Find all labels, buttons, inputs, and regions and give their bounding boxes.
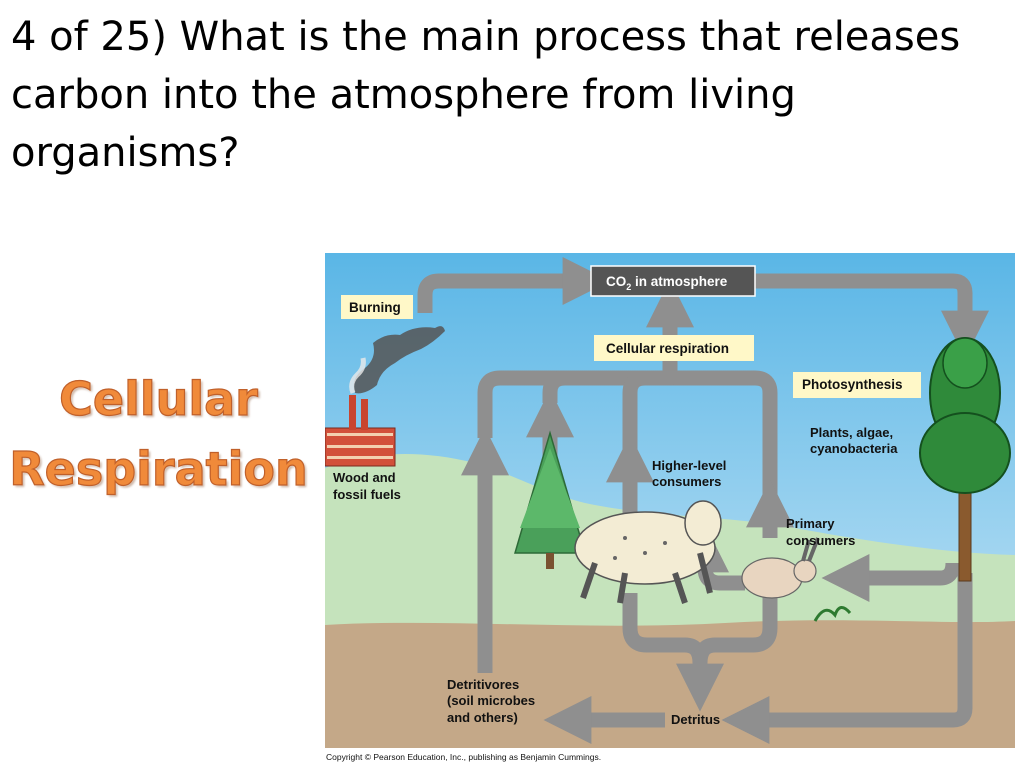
photosynthesis-box bbox=[793, 372, 921, 398]
arrow-burning-to-co2 bbox=[417, 256, 611, 313]
primary-consumers-label-2: consumers bbox=[786, 533, 855, 548]
co2-suffix: in atmosphere bbox=[631, 274, 728, 289]
small-tree-illustration bbox=[514, 430, 586, 569]
plants-label-2: cyanobacteria bbox=[810, 441, 898, 456]
svg-text:CO2 in atmosphere: CO2 in atmosphere bbox=[606, 274, 728, 292]
co2-subscript: 2 bbox=[626, 282, 631, 292]
detritivores-label-3: and others) bbox=[447, 710, 518, 725]
cellular-respiration-box bbox=[594, 335, 754, 361]
wood-fuels-label-2: fossil fuels bbox=[333, 487, 401, 502]
detritus-label: Detritus bbox=[671, 712, 720, 727]
answer-line-2: Respiration bbox=[9, 441, 309, 496]
plants-label-1: Plants, algae, bbox=[810, 425, 893, 440]
factory-illustration bbox=[325, 326, 445, 467]
photosynthesis-label: Photosynthesis bbox=[802, 377, 903, 392]
primary-consumers-label-1: Primary bbox=[786, 516, 835, 531]
answer-text: Cellular Respiration bbox=[6, 364, 311, 504]
carbon-cycle-diagram: CO2 in atmosphere Burning Cellular respi… bbox=[325, 253, 1015, 748]
wood-fuels-label-1: Wood and bbox=[333, 470, 396, 485]
co2-box: CO2 in atmosphere bbox=[590, 265, 756, 297]
arrow-respiration-middle bbox=[622, 345, 678, 493]
answer-line-1: Cellular bbox=[59, 371, 259, 426]
detritivores-label-1: Detritivores bbox=[447, 677, 519, 692]
lynx-illustration bbox=[574, 500, 722, 604]
arrow-tree-to-primary bbox=[821, 553, 961, 603]
big-tree-illustration bbox=[919, 337, 1011, 582]
higher-consumers-label-1: Higher-level bbox=[652, 458, 726, 473]
arrow-co2-to-tree bbox=[755, 273, 990, 359]
burning-box bbox=[341, 295, 413, 319]
co2-label: CO bbox=[606, 274, 626, 289]
cellular-respiration-label: Cellular respiration bbox=[606, 341, 729, 356]
burning-label: Burning bbox=[349, 300, 401, 315]
higher-consumers-label-2: consumers bbox=[652, 474, 721, 489]
question-title: 4 of 25) What is the main process that r… bbox=[11, 14, 961, 176]
copyright-notice: Copyright © Pearson Education, Inc., pub… bbox=[326, 752, 602, 762]
detritivores-label-2: (soil microbes bbox=[447, 693, 535, 708]
rabbit-illustration bbox=[741, 537, 820, 599]
arrow-primary-down bbox=[692, 593, 778, 664]
arrow-tree-to-detritus bbox=[721, 573, 973, 745]
small-plant-illustration bbox=[813, 606, 852, 622]
